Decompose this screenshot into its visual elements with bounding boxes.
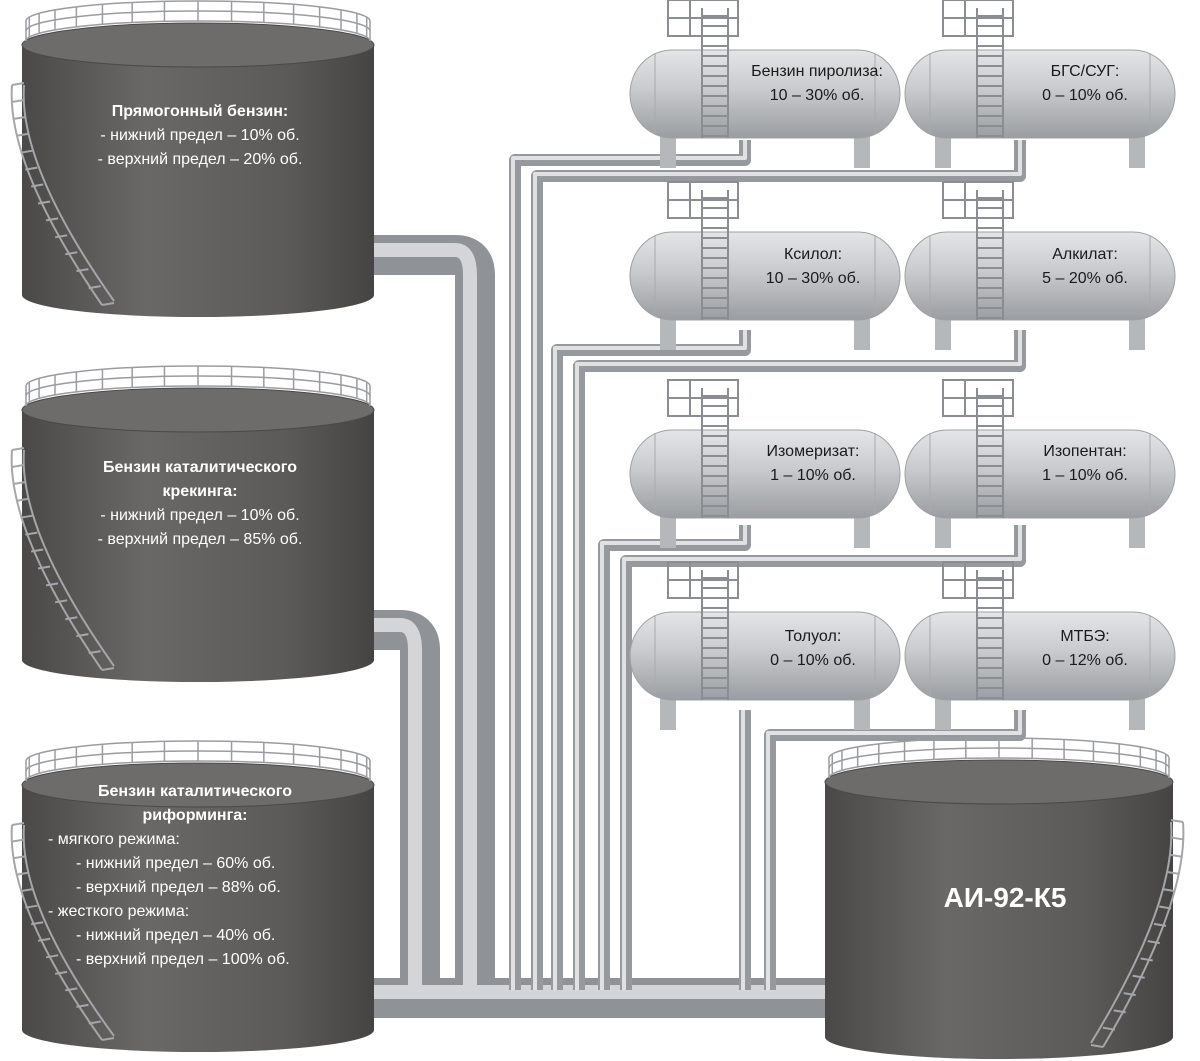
- tank-straight-run: [10, 0, 375, 317]
- tank-roof: [824, 759, 1174, 805]
- tank-cat-reforming: [10, 740, 375, 1052]
- ladder: [942, 561, 1014, 700]
- tank-label-pyrolysis: Бензин пиролиза: 10 – 30% об.: [732, 60, 902, 108]
- tank-shell: [22, 785, 374, 1052]
- component-range: 10 – 30% об.: [769, 87, 865, 104]
- ladder: [942, 0, 1014, 138]
- component-range: 1 – 10% об.: [770, 467, 856, 484]
- tank-shell: [629, 231, 901, 321]
- tank-spec-line: - верхний предел – 100% об.: [76, 951, 290, 968]
- tank-spec-line: - верхний предел – 88% об.: [76, 879, 281, 896]
- tank-bgs: [904, 0, 1176, 168]
- ladder: [667, 181, 739, 320]
- component-range: 0 – 12% об.: [1042, 652, 1128, 669]
- component-name: Толуол:: [784, 628, 842, 645]
- tank-shell: [22, 410, 374, 682]
- tank-spec-line: - жесткого режима:: [48, 903, 190, 920]
- tank-label-cat-cracking: Бензин каталитического крекинга: - нижни…: [30, 456, 370, 552]
- staircase: [10, 822, 115, 1041]
- tank-label-alkylate: Алкилат: 5 – 20% об.: [1000, 243, 1170, 291]
- product-label: АИ-92-К5: [943, 882, 1067, 913]
- tank-title: Бензин каталитического крекинга:: [30, 456, 370, 504]
- tank-shell: [904, 429, 1176, 519]
- component-name: Изомеризат:: [766, 443, 860, 460]
- pipes: [360, 140, 1026, 1018]
- component-name: Ксилол:: [783, 246, 843, 263]
- tank-spec-line: - мягкого режима:: [48, 831, 180, 848]
- tank-label-isopentane: Изопентан: 1 – 10% об.: [1000, 440, 1170, 488]
- tank-spec-line: - нижний предел – 40% об.: [76, 927, 276, 944]
- tank-title-line: Бензин каталитического: [98, 783, 292, 800]
- ladder: [942, 379, 1014, 518]
- tank-shell: [22, 45, 374, 317]
- tank-title: Бензин каталитического риформинга:: [20, 780, 370, 828]
- railing: [25, 365, 371, 407]
- tank-title-line: Бензин каталитического: [103, 459, 297, 476]
- component-name: БГС/СУГ:: [1050, 63, 1120, 80]
- tank-toluene: [629, 561, 901, 730]
- component-name: Изопентан:: [1043, 443, 1127, 460]
- component-name: Бензин пиролиза:: [751, 63, 883, 80]
- tank-title-line: риформинга:: [142, 807, 248, 824]
- component-name: Алкилат:: [1052, 246, 1118, 263]
- ladder: [667, 0, 739, 138]
- tank-label-straight-run: Прямогонный бензин: - нижний предел – 10…: [30, 100, 370, 172]
- railing: [25, 0, 371, 42]
- component-range: 10 – 30% об.: [765, 270, 861, 287]
- tank-spec-line: - нижний предел – 60% об.: [76, 855, 276, 872]
- tank-shell: [904, 611, 1176, 701]
- tank-isopentane: [904, 379, 1176, 548]
- tank-shell: [904, 231, 1176, 321]
- tank-spec-line: - нижний предел – 10% об.: [100, 507, 300, 524]
- tank-spec-line: - верхний предел – 20% об.: [97, 151, 303, 168]
- component-range: 0 – 10% об.: [1042, 87, 1128, 104]
- tank-isomerizate: [629, 379, 901, 548]
- railing: [828, 737, 1170, 779]
- ladder: [667, 561, 739, 700]
- tank-mtbe: [904, 561, 1176, 730]
- tank-spec-line: - нижний предел – 10% об.: [100, 127, 300, 144]
- tank-roof: [21, 762, 375, 808]
- tank-spec-line: - верхний предел – 85% об.: [97, 531, 303, 548]
- tank-roof: [21, 22, 375, 68]
- tank-roof: [21, 387, 375, 433]
- tank-cat-cracking: [10, 365, 375, 682]
- tank-label-bgs: БГС/СУГ: 0 – 10% об.: [1000, 60, 1170, 108]
- ladder: [667, 379, 739, 518]
- tank-label-cat-reforming: Бензин каталитического риформинга: - мяг…: [20, 780, 370, 972]
- component-range: 0 – 10% об.: [770, 652, 856, 669]
- tank-shell: [629, 611, 901, 701]
- tank-label-toluene: Толуол: 0 – 10% об.: [728, 625, 898, 673]
- staircase: [1090, 819, 1185, 1048]
- tank-title: Прямогонный бензин:: [111, 103, 289, 120]
- staircase: [10, 82, 115, 306]
- tank-xylene: [629, 181, 901, 350]
- tank-title-line: крекинга:: [162, 483, 238, 500]
- tank-label-xylene: Ксилол: 10 – 30% об.: [728, 243, 898, 291]
- tank-shell: [629, 49, 901, 139]
- tank-pyrolysis: [629, 0, 901, 168]
- railing: [25, 740, 371, 782]
- tank-shell: [629, 429, 901, 519]
- tank-shell: [825, 782, 1173, 1059]
- tank-product-ai92: [824, 737, 1185, 1059]
- tank-alkylate: [904, 181, 1176, 350]
- tank-label-isomerizate: Изомеризат: 1 – 10% об.: [728, 440, 898, 488]
- tank-shell: [904, 49, 1176, 139]
- staircase: [10, 447, 115, 671]
- ladder: [942, 181, 1014, 320]
- tank-label-mtbe: МТБЭ: 0 – 12% об.: [1000, 625, 1170, 673]
- component-range: 1 – 10% об.: [1042, 467, 1128, 484]
- component-range: 5 – 20% об.: [1042, 270, 1128, 287]
- component-name: МТБЭ:: [1060, 628, 1110, 645]
